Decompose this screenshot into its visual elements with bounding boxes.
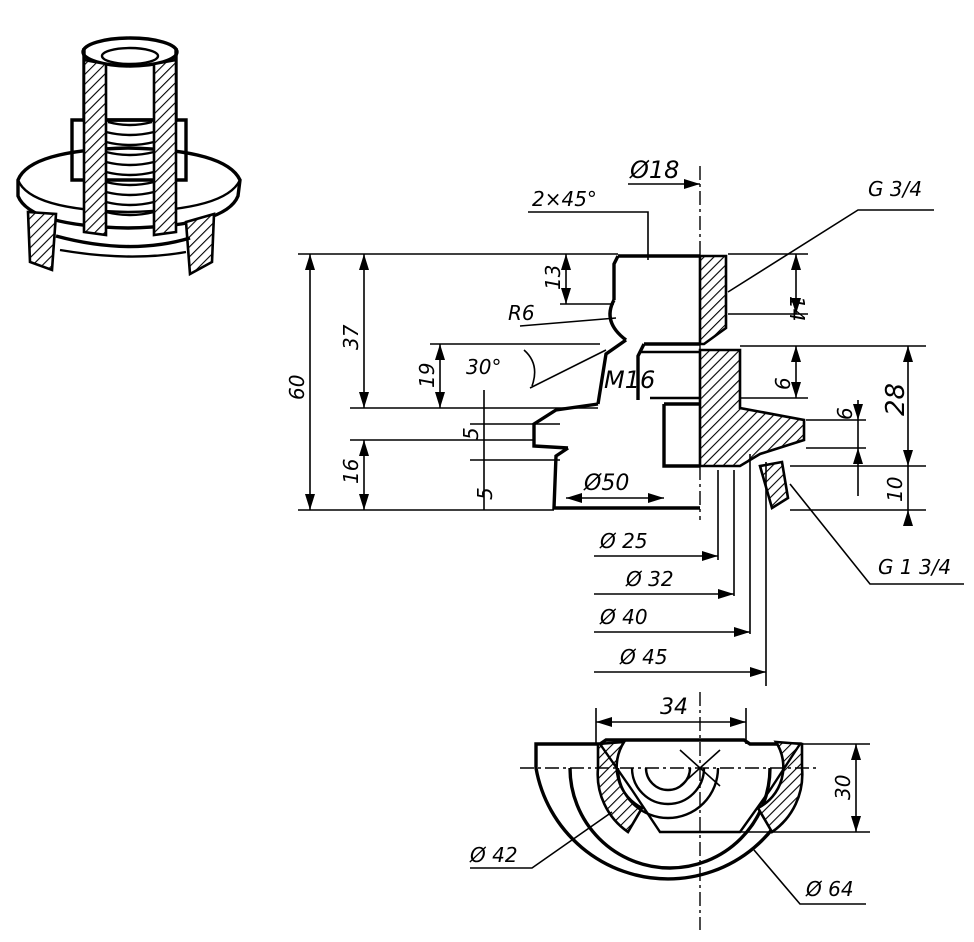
label-dim-13: 13 [541, 265, 565, 290]
isometric-view [16, 36, 242, 277]
label-dim-34: 34 [660, 695, 688, 720]
dimension-labels: Ø18 2×45° G 3/4 R6 30° M16 60 37 19 16 1… [285, 156, 951, 901]
label-dia-45: Ø 45 [619, 645, 668, 669]
label-m16: M16 [604, 366, 655, 394]
bottom-view [470, 708, 870, 905]
label-dim-10: 10 [883, 477, 907, 502]
label-dim-60: 60 [285, 375, 309, 400]
label-chamfer: 2×45° [532, 187, 597, 211]
label-dim-14: 14 [785, 296, 809, 321]
label-dia-40: Ø 40 [599, 605, 648, 629]
label-dim-19: 19 [415, 363, 439, 388]
label-dia-18: Ø18 [629, 156, 679, 184]
label-dim-16: 16 [339, 459, 363, 484]
label-g34: G 3/4 [868, 177, 922, 201]
label-dim-37: 37 [339, 324, 363, 350]
label-dim-5b: 5 [473, 487, 497, 500]
label-dia-50: Ø50 [583, 471, 629, 496]
label-dia-25: Ø 25 [599, 529, 648, 553]
label-g134: G 1 3/4 [878, 555, 951, 579]
label-dia-64: Ø 64 [805, 877, 854, 901]
label-dim-28: 28 [881, 383, 911, 416]
label-dia-32: Ø 32 [625, 567, 674, 591]
label-dim-30: 30 [831, 775, 855, 800]
label-r6: R6 [508, 301, 535, 325]
section-view [298, 166, 964, 930]
label-dia-42: Ø 42 [469, 843, 518, 867]
label-angle-30: 30° [466, 355, 501, 379]
label-dim-6b: 6 [833, 407, 857, 420]
label-dim-6a: 6 [771, 377, 795, 390]
label-dim-5a: 5 [459, 427, 483, 440]
